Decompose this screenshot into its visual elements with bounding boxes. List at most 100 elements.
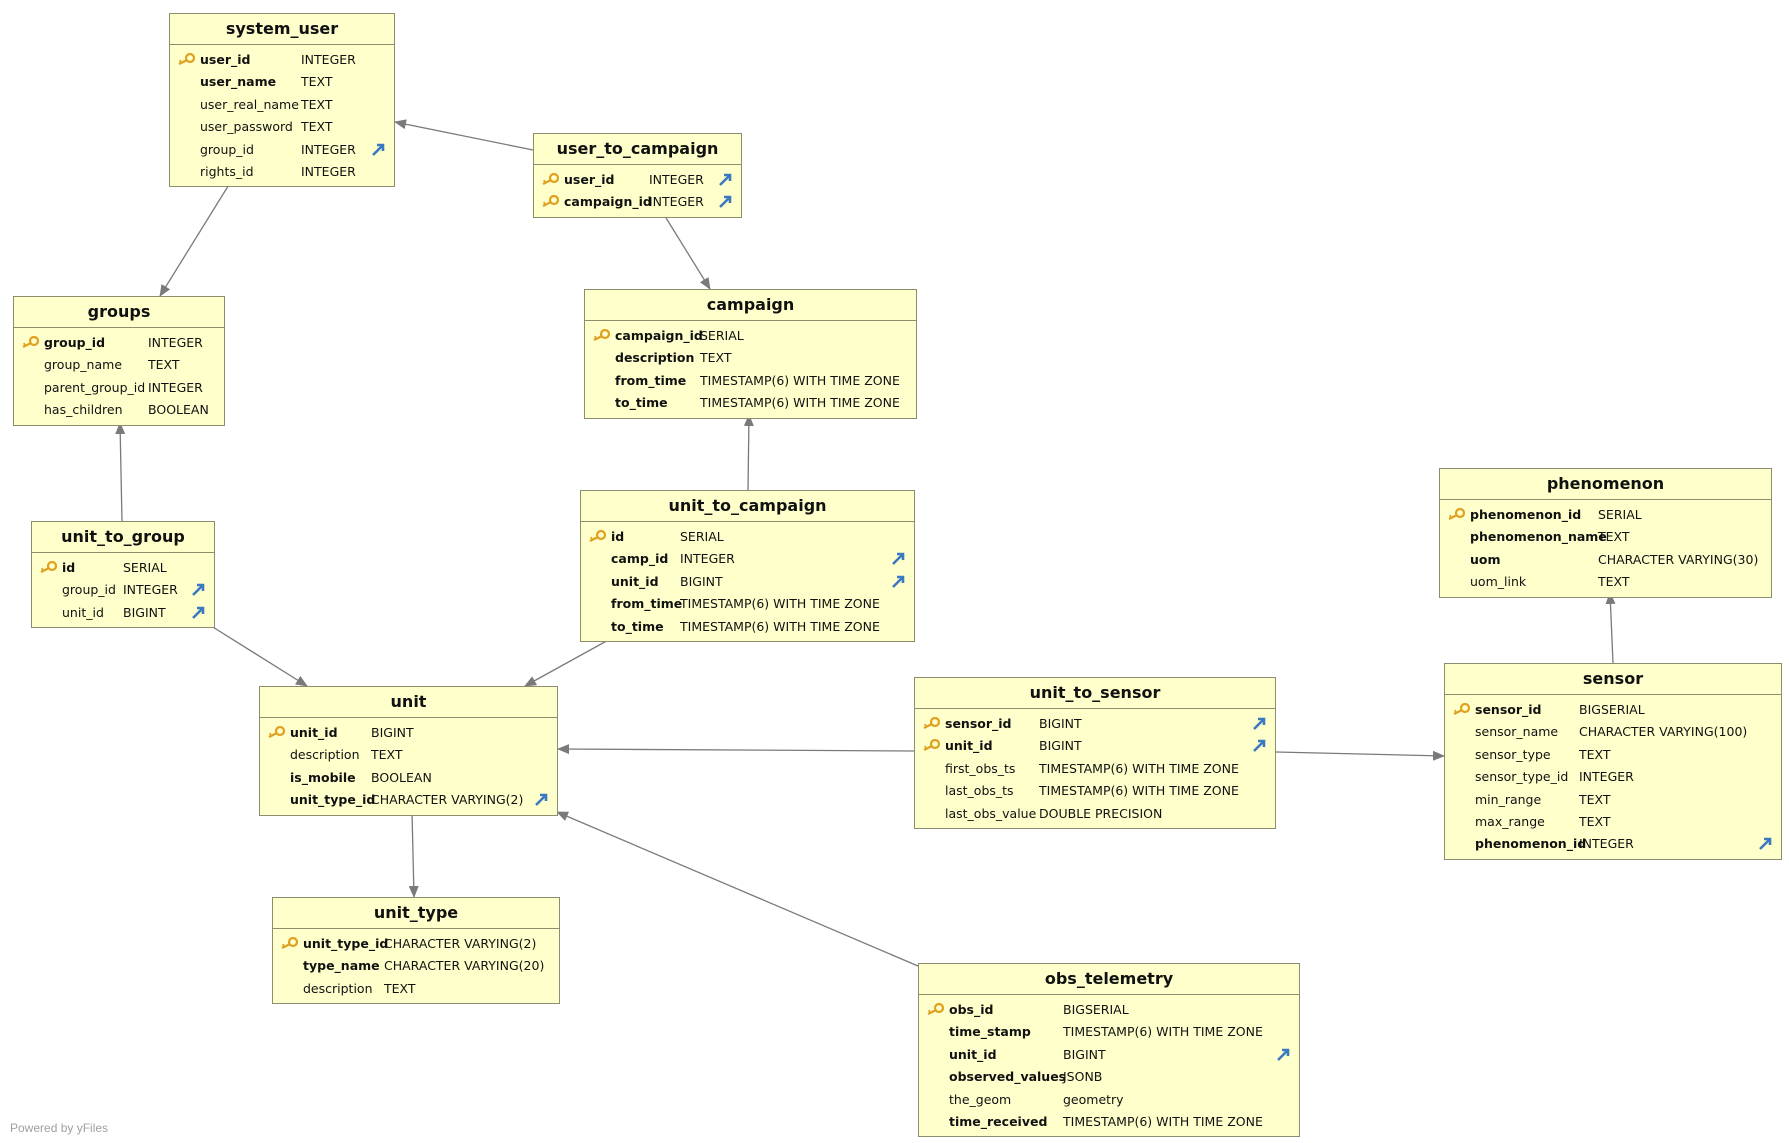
table-title: sensor <box>1445 664 1781 695</box>
column-name: from_time <box>615 372 687 388</box>
column-name: phenomenon_id <box>1470 507 1582 522</box>
table-title: campaign <box>585 290 916 321</box>
column-type: TIMESTAMP(6) WITH TIME ZONE <box>1039 760 1239 776</box>
relationship-arrow-system-user-to-groups <box>159 182 231 297</box>
column-type: TEXT <box>371 747 403 763</box>
column-name: obs_id <box>949 1002 994 1017</box>
column-name: group_id <box>200 141 254 157</box>
relationship-arrow-unit-to-campaign-to-campaign <box>743 414 754 491</box>
column-name: time_stamp <box>949 1024 1031 1040</box>
column-type: BIGSERIAL <box>1063 1002 1129 1017</box>
column-name: sensor_id <box>1475 702 1542 717</box>
column-type: SERIAL <box>680 529 724 544</box>
column-name: first_obs_ts <box>945 760 1016 776</box>
column-type: TEXT <box>1579 813 1611 829</box>
column-type: INTEGER <box>301 52 356 67</box>
column-name: description <box>290 747 360 763</box>
column-name: has_children <box>44 402 123 418</box>
column-row[interactable]: first_obs_ts TIMESTAMP(6) WITH TIME ZONE <box>915 758 1275 780</box>
column-row[interactable]: obs_id BIGSERIAL <box>919 999 1299 1021</box>
foreign-key-icon <box>1252 716 1267 731</box>
primary-key-icon <box>1452 702 1471 715</box>
column-row[interactable]: description TEXT <box>260 744 557 766</box>
column-type: DOUBLE PRECISION <box>1039 805 1163 821</box>
column-type: BIGSERIAL <box>1579 702 1645 717</box>
column-row[interactable]: sensor_id BIGSERIAL <box>1445 699 1781 721</box>
column-name: group_name <box>44 357 123 373</box>
relationship-arrow-unit-to-group-to-unit <box>207 623 308 687</box>
column-name: user_real_name <box>200 96 299 112</box>
relationship-arrow-unit-to-sensor-to-sensor <box>1275 750 1445 761</box>
column-name: sensor_id <box>945 716 1012 731</box>
relationship-arrow-unit-to-unit-type <box>408 811 419 898</box>
column-name: sensor_name <box>1475 724 1559 740</box>
